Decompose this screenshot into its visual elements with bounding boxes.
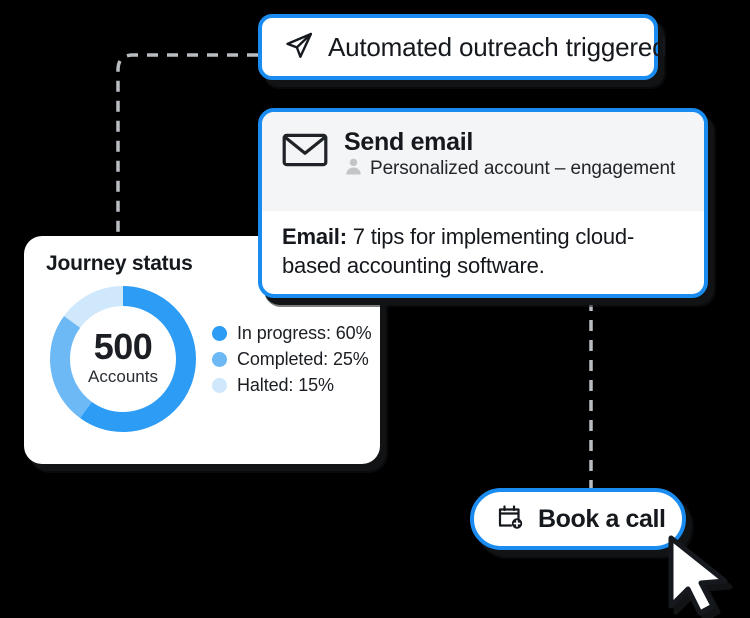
envelope-icon: [282, 132, 328, 173]
donut-segment-halted: [50, 286, 196, 432]
automated-outreach-label: Automated outreach triggered: [328, 31, 667, 62]
connector-outreach-to-journey: [116, 53, 258, 238]
send-email-body: Email: 7 tips for implementing cloud-bas…: [262, 211, 704, 281]
send-icon: [284, 30, 314, 65]
journey-status-card[interactable]: Journey status 500 Accounts: [24, 236, 380, 464]
calendar-plus-icon: [496, 502, 526, 537]
journey-status-donut-chart: 500 Accounts: [46, 282, 200, 436]
email-body-text: 7 tips for implementing cloud-based acco…: [282, 224, 635, 279]
journey-status-title: Journey status: [46, 252, 193, 275]
legend-dot-halted: [212, 377, 227, 393]
send-email-audience: Personalized account – engagement: [370, 158, 676, 179]
email-body-label: Email:: [282, 224, 347, 249]
legend-label-in-progress: In progress: 60%: [237, 322, 372, 343]
automated-outreach-pill[interactable]: Automated outreach triggered: [258, 14, 667, 80]
legend-label-completed: Completed: 25%: [237, 348, 369, 369]
donut-center-value: 500: [93, 326, 153, 368]
legend-item: Halted: 15%: [212, 375, 371, 396]
donut-segment-completed: [50, 286, 196, 432]
donut-center-unit: Accounts: [88, 367, 158, 387]
book-a-call-label: Book a call: [538, 504, 666, 533]
legend-item: In progress: 60%: [212, 322, 372, 344]
legend-dot-completed: [212, 351, 227, 367]
mouse-pointer-icon: [663, 534, 747, 618]
send-email-title: Send email: [344, 128, 473, 156]
journey-status-legend: In progress: 60% Completed: 25% Halted: …: [212, 322, 372, 396]
person-icon: [344, 157, 363, 181]
legend-item: Completed: 25%: [212, 349, 371, 370]
book-a-call-button[interactable]: Book a call: [470, 488, 686, 550]
send-email-card[interactable]: Send email Personalized account – engage…: [258, 108, 708, 298]
donut-svg: [50, 286, 196, 432]
legend-label-halted: Halted: 15%: [237, 374, 334, 395]
legend-dot-in-progress: [212, 325, 227, 341]
send-email-header: Send email Personalized account – engage…: [262, 112, 704, 211]
